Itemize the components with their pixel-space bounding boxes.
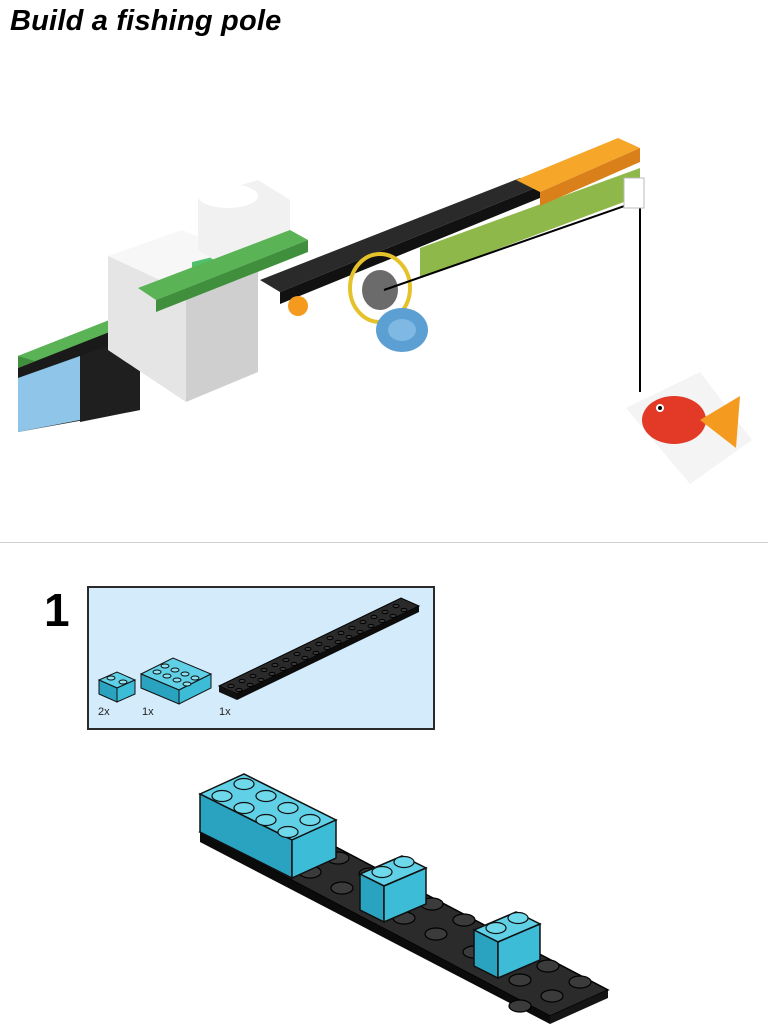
cyan-brick-1x2 <box>97 671 137 703</box>
fish-icon <box>626 372 752 484</box>
orange-plate <box>516 138 640 206</box>
black-beam <box>260 178 540 304</box>
step-number: 1 <box>44 584 70 636</box>
fishing-line-top <box>383 201 637 291</box>
assembly-cyan-brick-1x2-b <box>472 911 542 980</box>
lime-beam <box>420 168 640 278</box>
part-quantity: 1x <box>219 706 231 718</box>
black-plate-2x16 <box>217 597 421 700</box>
line-guide <box>623 177 645 209</box>
page-title: Build a fishing pole <box>10 5 282 37</box>
reel <box>348 252 428 352</box>
axle-knob <box>288 296 308 316</box>
part-quantity: 2x <box>98 706 110 718</box>
part-quantity: 1x <box>142 706 154 718</box>
parts-list: 2x 1x 1x <box>87 586 435 730</box>
assembly-cyan-brick-2x4 <box>198 773 338 880</box>
green-plate-top <box>138 230 308 312</box>
section-divider <box>0 542 768 543</box>
fishing-pole-model-image <box>18 138 752 484</box>
step-1-assembly-image <box>198 773 610 1024</box>
cyan-brick-2x4 <box>139 657 213 705</box>
assembly-cyan-brick-1x2-a <box>358 855 428 924</box>
